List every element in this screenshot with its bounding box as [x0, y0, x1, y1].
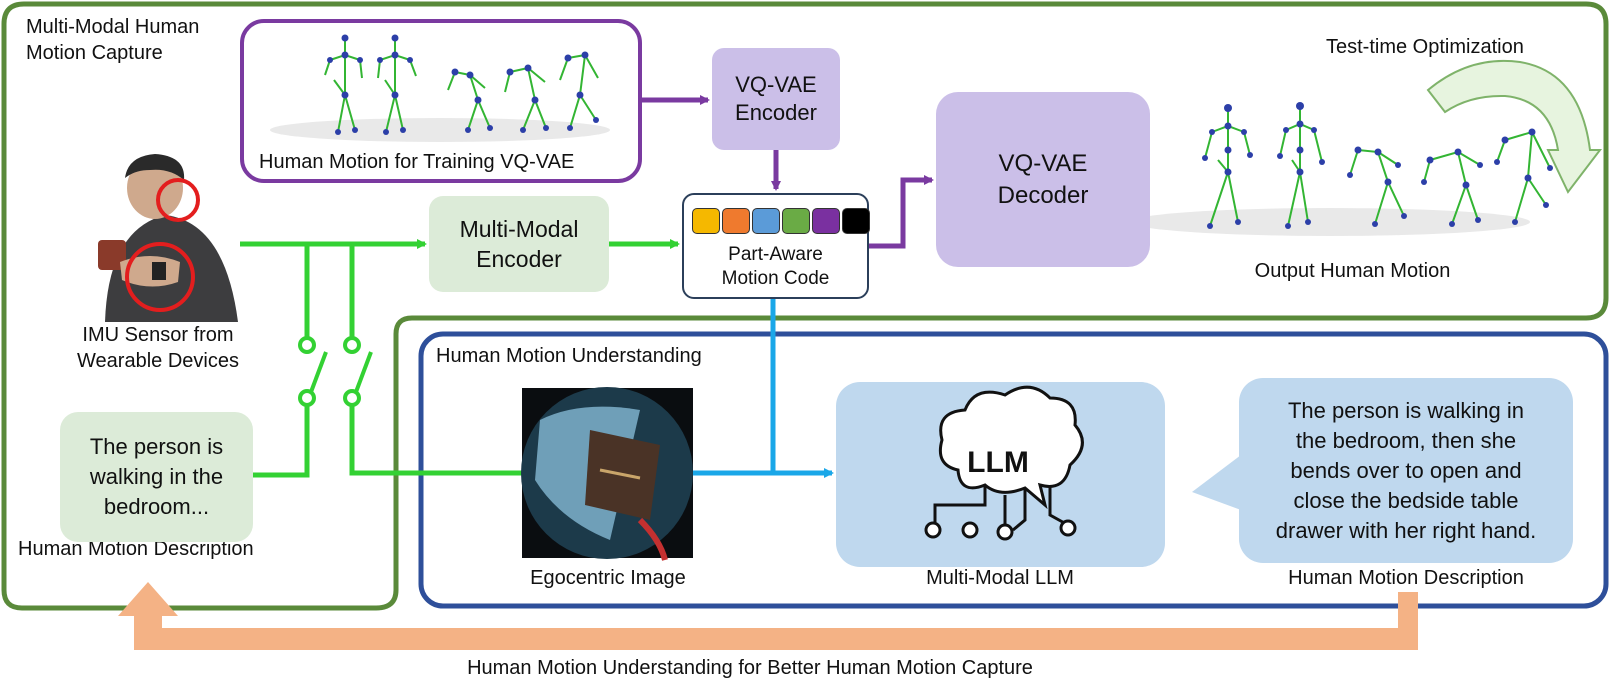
code-swatch-orange [722, 208, 750, 234]
input-desc-line2: walking in the [89, 464, 224, 489]
output-desc-line4: close the bedside table [1293, 487, 1519, 513]
output-desc-line5: drawer with her right hand. [1275, 517, 1537, 543]
part-aware-motion-code-box: Part-Aware Motion Code [682, 193, 870, 299]
input-desc-line1: The person is [89, 434, 224, 459]
code-swatch-purple [812, 208, 840, 234]
imu-label-line1: IMU Sensor from [82, 324, 234, 346]
capture-title-line1: Multi-Modal Human [26, 16, 200, 38]
understanding-region-border [418, 331, 1609, 609]
motion-code-label: Part-Aware Motion Code [684, 243, 867, 291]
vq-encoder-line1: VQ-VAE [735, 72, 817, 97]
code-swatch-black [842, 208, 870, 234]
llm-caption: Multi-Modal LLM [926, 567, 1074, 589]
output-desc-line3: bends over to open and [1290, 457, 1522, 483]
vq-vae-decoder-box: VQ-VAE Decoder [936, 92, 1150, 267]
training-caption: Human Motion for Training VQ-VAE [259, 151, 575, 173]
test-time-arrow [1426, 59, 1603, 194]
output-description-box: The person is walking in the bedroom, th… [1239, 378, 1573, 563]
switch-line-left [253, 244, 310, 478]
motion-code-swatches [692, 208, 870, 234]
capture-title-line2: Motion Capture [26, 42, 163, 64]
motion-code-line2: Motion Code [721, 268, 830, 289]
output-desc-line2: the bedroom, then she [1295, 427, 1517, 453]
test-time-label: Test-time Optimization [1326, 36, 1524, 58]
output-desc-tail [1192, 455, 1241, 510]
training-skeletons [270, 38, 610, 142]
code-swatch-yellow [692, 208, 720, 234]
multi-modal-encoder-box: Multi-Modal Encoder [429, 196, 609, 292]
feedback-caption: Human Motion Understanding for Better Hu… [467, 657, 1033, 679]
imu-label-line2: Wearable Devices [77, 350, 239, 372]
vq-decoder-line2: Decoder [997, 181, 1089, 209]
output-joints [1202, 102, 1553, 229]
motion-code-line1: Part-Aware [728, 244, 823, 265]
mm-encoder-line2: Encoder [476, 246, 562, 272]
switch-symbols [298, 336, 373, 407]
input-desc-caption: Human Motion Description [18, 538, 254, 560]
imu-person-photo [86, 154, 240, 324]
vq-decoder-line1: VQ-VAE [998, 149, 1088, 177]
output-desc-caption: Human Motion Description [1288, 567, 1524, 589]
mm-encoder-line1: Multi-Modal [459, 216, 579, 242]
training-joints [327, 34, 599, 135]
output-motion-caption: Output Human Motion [1254, 260, 1451, 282]
input-description-box: The person is walking in the bedroom... [60, 412, 253, 542]
switch-line-right [349, 244, 522, 476]
understanding-title: Human Motion Understanding [436, 345, 702, 367]
feedback-arrow [118, 582, 1418, 650]
arrow-code-to-decoder [869, 175, 934, 249]
code-swatch-blue [752, 208, 780, 234]
output-desc-line1: The person is walking in [1287, 397, 1524, 423]
output-skeletons [1130, 106, 1551, 236]
vq-encoder-line2: Encoder [735, 100, 817, 125]
capture-region-border [1, 1, 1609, 611]
egocentric-image [521, 387, 693, 561]
code-swatch-green [782, 208, 810, 234]
vq-vae-encoder-box: VQ-VAE Encoder [712, 48, 840, 150]
input-desc-line3: bedroom... [103, 494, 210, 519]
llm-logo-text-overlay: LLM [967, 446, 1029, 479]
egocentric-caption: Egocentric Image [530, 567, 686, 589]
